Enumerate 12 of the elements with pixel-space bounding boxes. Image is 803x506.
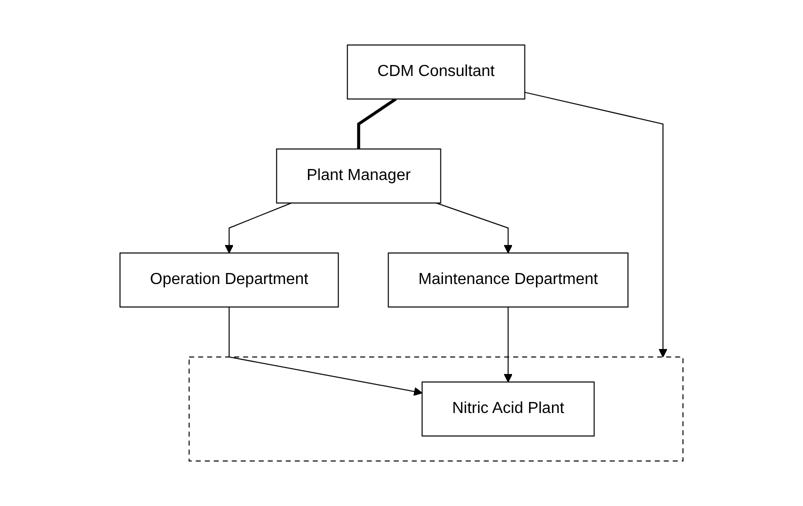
connector	[357, 98, 397, 149]
node-box: CDM Consultant	[346, 44, 526, 100]
node-box: Plant Manager	[276, 148, 442, 204]
arrow	[524, 92, 668, 358]
arrow	[504, 306, 513, 382]
arrow	[228, 306, 423, 396]
cluster	[188, 356, 684, 462]
arrow	[436, 202, 513, 254]
arrow	[224, 202, 292, 254]
node-box: Maintenance Department	[388, 252, 628, 308]
node-box: Operation Department	[120, 252, 339, 308]
node-box: Nitric Acid Plant	[422, 382, 595, 436]
